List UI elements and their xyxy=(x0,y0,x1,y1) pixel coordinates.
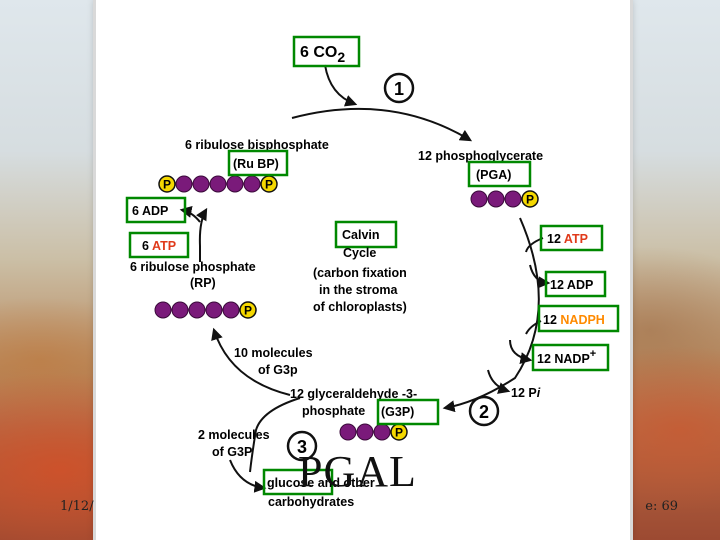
svg-text:6 CO2: 6 CO2 xyxy=(300,44,345,65)
svg-text:in the stroma: in the stroma xyxy=(319,283,399,297)
co2-label: 6 CO2 xyxy=(292,35,361,68)
slide-panel xyxy=(96,0,630,540)
svg-text:Calvin: Calvin xyxy=(342,228,380,242)
phosphate-group xyxy=(158,175,176,193)
rp-label: 6 ribulose phosphate (RP) xyxy=(130,260,256,290)
carbon-ball xyxy=(356,423,374,441)
pga-label: 12 phosphoglycerate (PGA) xyxy=(418,149,543,188)
g3p10-label: 10 molecules of G3p xyxy=(234,346,313,377)
footer-date: 1/12/ xyxy=(60,499,94,514)
phosphate-symbol: P xyxy=(163,178,171,192)
carbon-ball xyxy=(487,190,505,208)
svg-text:(PGA): (PGA) xyxy=(476,168,511,182)
svg-text:12 ATP: 12 ATP xyxy=(547,232,588,246)
svg-text:of G3P: of G3P xyxy=(212,445,252,459)
svg-text:12 glyceraldehyde -3-: 12 glyceraldehyde -3- xyxy=(290,387,417,401)
step-2: 2 xyxy=(468,395,500,427)
svg-text:carbohydrates: carbohydrates xyxy=(268,495,354,509)
nadph-label: 12 NADPH xyxy=(537,304,620,333)
svg-text:of chloroplasts): of chloroplasts) xyxy=(313,300,407,314)
svg-text:2 molecules: 2 molecules xyxy=(198,428,270,442)
svg-text:phosphate: phosphate xyxy=(302,404,365,418)
carbon-ball xyxy=(470,190,488,208)
carbon-ball xyxy=(188,301,206,319)
phosphate-symbol: P xyxy=(244,304,252,318)
arrow-rubp-to-pga xyxy=(291,107,473,142)
pi-label: 12 Pi xyxy=(511,386,541,400)
atp6-label: 6 ATP xyxy=(128,231,190,259)
svg-text:6 ATP: 6 ATP xyxy=(142,239,176,253)
arrow-g3p-branch xyxy=(249,397,301,473)
carbon-ball xyxy=(339,423,357,441)
atp12-label: 12 ATP xyxy=(539,224,604,252)
adp6-label: 6 ADP xyxy=(125,196,187,224)
calvin-cycle-label: Calvin Cycle (carbon fixation in the str… xyxy=(313,220,407,314)
carbon-ball xyxy=(222,301,240,319)
footer-slide-number: e: 69 xyxy=(645,499,678,514)
svg-text:6 ADP: 6 ADP xyxy=(132,204,168,218)
svg-text:6 ribulose phosphate: 6 ribulose phosphate xyxy=(130,260,256,274)
phosphate-group xyxy=(521,190,539,208)
svg-text:(G3P): (G3P) xyxy=(381,405,414,419)
arrow-to-glucose xyxy=(229,459,267,493)
pga-molecule-chain: P xyxy=(470,190,539,208)
svg-text:1: 1 xyxy=(394,79,404,99)
nadp-label: 12 NADP+ xyxy=(531,343,610,372)
step-3: 3 xyxy=(286,430,318,462)
svg-text:of G3p: of G3p xyxy=(258,363,298,377)
svg-text:12 NADP+: 12 NADP+ xyxy=(537,348,596,366)
step-1: 1 xyxy=(383,72,415,104)
arrow-rp-to-rubp xyxy=(195,207,208,262)
svg-text:(carbon fixation: (carbon fixation xyxy=(313,266,407,280)
arrow-g3p-to-rp xyxy=(211,327,291,396)
svg-text:(Ru BP): (Ru BP) xyxy=(233,157,279,171)
g3p-molecule-chain: P xyxy=(339,423,408,441)
phosphate-group xyxy=(239,301,257,319)
arrow-co2-in xyxy=(324,64,358,107)
carbon-ball xyxy=(192,175,210,193)
svg-text:glucose and other: glucose and other xyxy=(267,476,375,490)
adp12-label: 12 ADP xyxy=(544,270,607,298)
g3p2-label: 2 molecules of G3P xyxy=(198,428,270,459)
svg-text:10 molecules: 10 molecules xyxy=(234,346,313,360)
g3p12-label: 12 glyceraldehyde -3- phosphate (G3P) xyxy=(290,387,440,426)
arrow-nadp-out xyxy=(509,339,533,364)
svg-text:2: 2 xyxy=(479,402,489,422)
carbon-ball xyxy=(504,190,522,208)
carbon-ball xyxy=(243,175,261,193)
svg-text:12 ADP: 12 ADP xyxy=(550,278,593,292)
carbon-ball xyxy=(171,301,189,319)
carbon-ball xyxy=(373,423,391,441)
carbon-ball xyxy=(175,175,193,193)
carbon-ball xyxy=(209,175,227,193)
arrow-adp6-out xyxy=(179,206,201,223)
svg-text:(RP): (RP) xyxy=(190,276,216,290)
svg-text:12 NADPH: 12 NADPH xyxy=(543,313,605,327)
phosphate-symbol: P xyxy=(395,426,403,440)
svg-text:12 Pi: 12 Pi xyxy=(511,386,541,400)
svg-text:12 phosphoglycerate: 12 phosphoglycerate xyxy=(418,149,543,163)
rp-molecule-chain: P xyxy=(154,301,257,319)
svg-text:Cycle: Cycle xyxy=(343,246,376,260)
pgal-overlay-label: PGAL xyxy=(298,447,417,496)
carbon-ball xyxy=(226,175,244,193)
carbon-ball xyxy=(205,301,223,319)
carbon-ball xyxy=(154,301,172,319)
rubp-label: 6 ribulose bisphosphate (Ru BP) xyxy=(185,138,329,177)
glucose-label: glucose and other carbohydrates xyxy=(262,468,375,509)
phosphate-symbol: P xyxy=(526,193,534,207)
svg-text:3: 3 xyxy=(297,437,307,457)
arrow-pi-out xyxy=(487,369,511,394)
svg-text:6 ribulose bisphosphate: 6 ribulose bisphosphate xyxy=(185,138,329,152)
phosphate-symbol: P xyxy=(265,178,273,192)
